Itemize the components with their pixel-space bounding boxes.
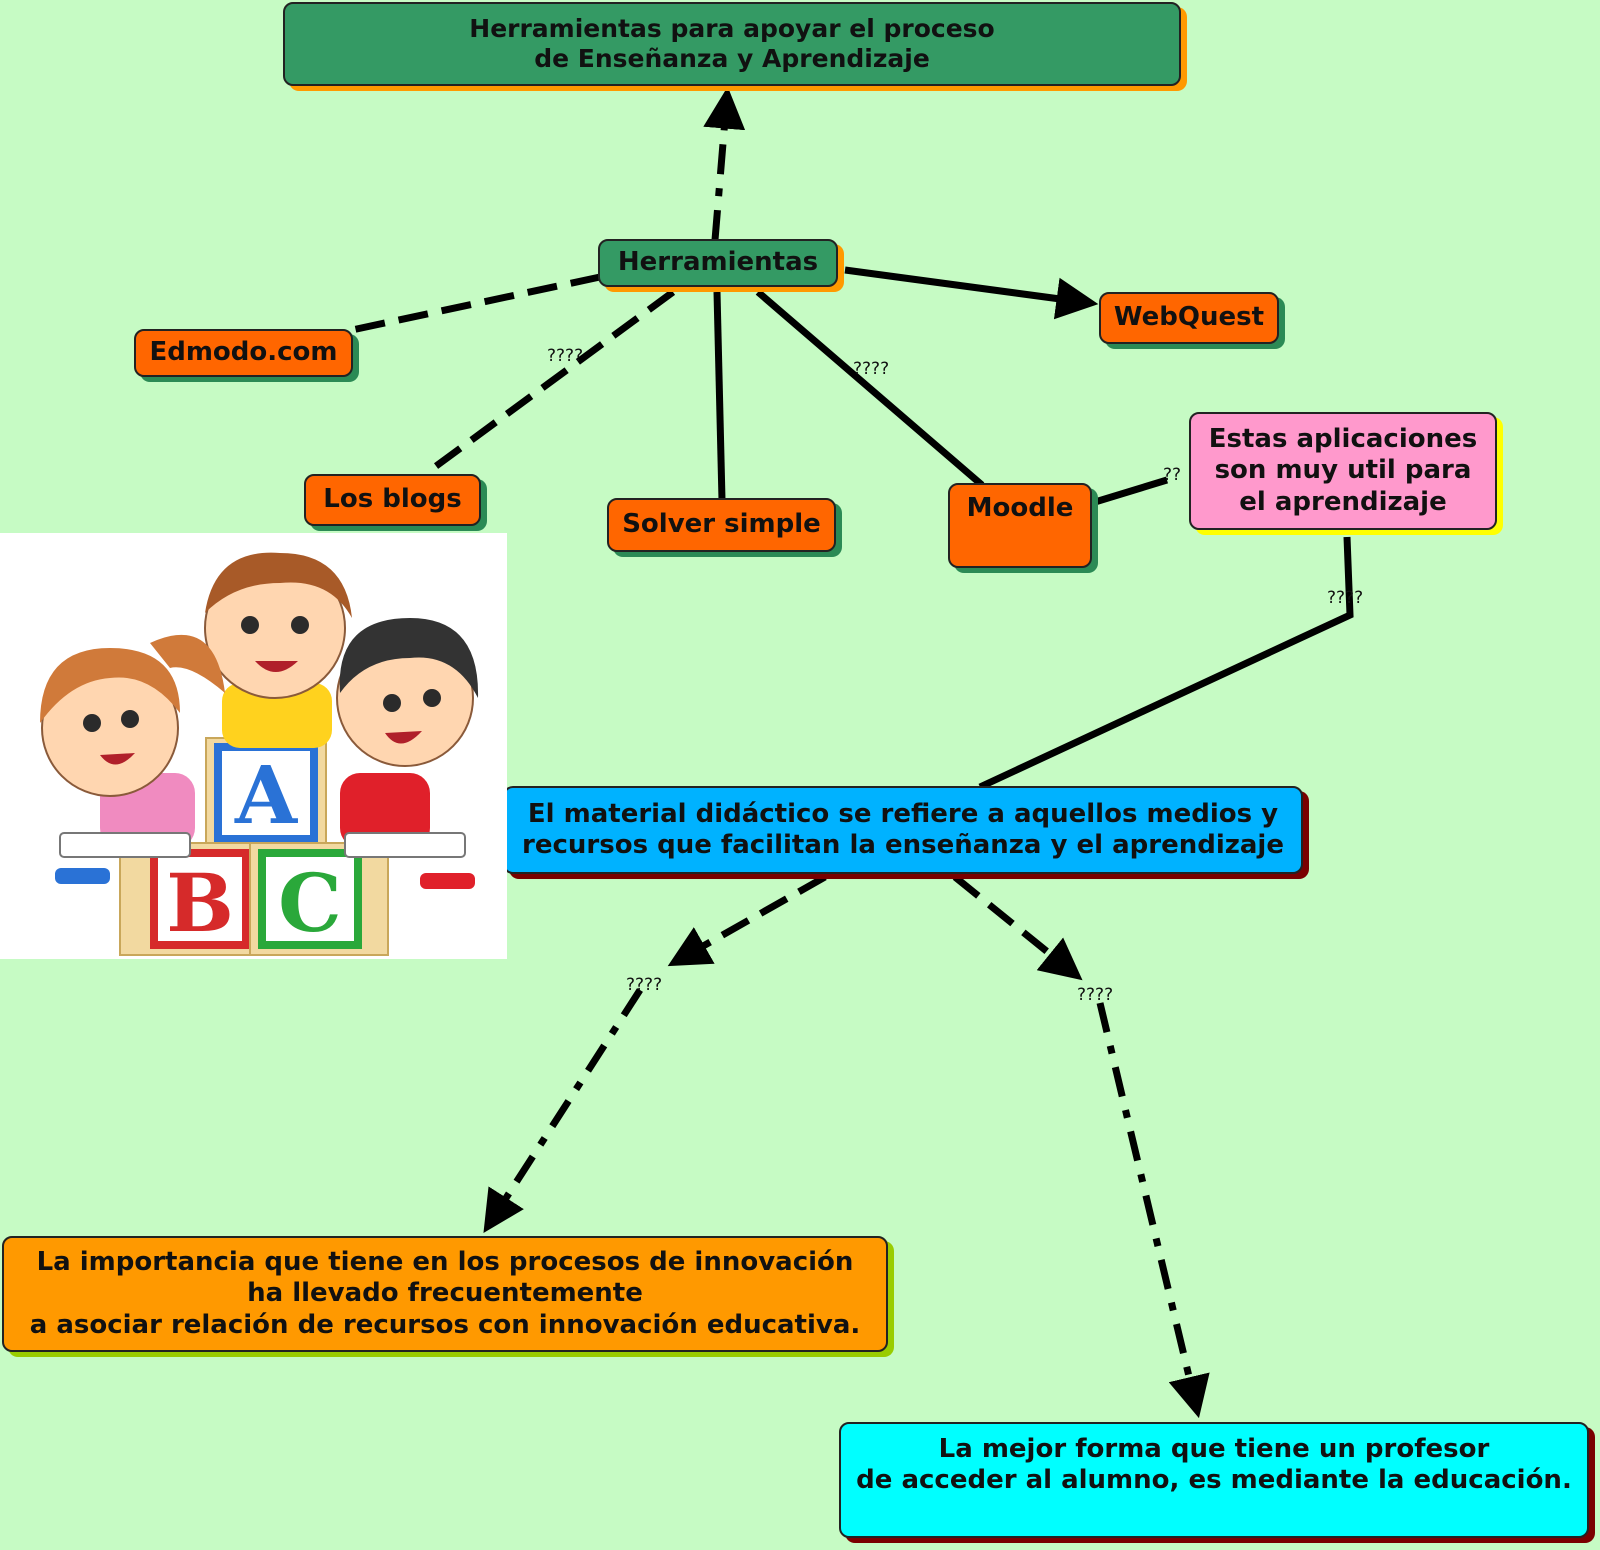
link-label-aplicaciones-moodle: ?? [1163,465,1182,485]
link-herramientas-title [703,86,746,241]
link-herramientas-blogs [425,289,676,475]
block-c: C [249,842,389,956]
link-herramientas-solver [713,291,726,501]
solver-simple-node: Solver simple [607,498,836,552]
link-aplicaciones-material [978,536,1354,791]
importancia-node: La importancia que tiene en los procesos… [2,1236,888,1352]
webquest-node: WebQuest [1099,292,1279,344]
block-a: A [205,737,327,854]
link-label-aplicaciones-material: ???? [1327,588,1364,608]
link-label-blogs: ???? [547,346,584,366]
link-mejor-forma-label [1096,1002,1210,1419]
los-blogs-node: Los blogs [304,474,481,526]
children-reading-image: A B C [40,552,479,956]
link-herramientas-moodle [755,289,985,488]
aplicaciones-node: Estas aplicaciones son muy util para el … [1189,412,1497,530]
mejor-forma-node: La mejor forma que tiene un profesor de … [839,1422,1589,1538]
boy-right [336,618,479,889]
link-herramientas-edmodo [351,273,601,334]
svg-text:B: B [166,856,234,950]
link-aplicaciones-moodle [1093,476,1169,506]
children-illustration: A B C [0,533,507,959]
link-label-moodle: ???? [853,359,890,379]
edmodo-node: Edmodo.com [134,329,353,377]
link-label-importancia: ???? [626,975,663,995]
herramientas-node: Herramientas [598,239,838,287]
link-importancia-label [483,988,643,1234]
title-node: Herramientas para apoyar el proceso de E… [283,2,1181,86]
link-label-mejor-forma: ???? [1077,985,1114,1005]
svg-text:A: A [234,748,298,842]
link-material-importancia [667,873,827,967]
svg-text:C: C [278,856,342,950]
block-b: B [119,842,251,956]
link-material-mejor-forma [952,874,1083,981]
boy-middle [204,552,352,748]
material-didactico-node: El material didáctico se refiere a aquel… [503,786,1303,874]
girl-left [40,634,225,884]
link-herramientas-webquest [844,266,1099,320]
moodle-node: Moodle [948,483,1092,568]
